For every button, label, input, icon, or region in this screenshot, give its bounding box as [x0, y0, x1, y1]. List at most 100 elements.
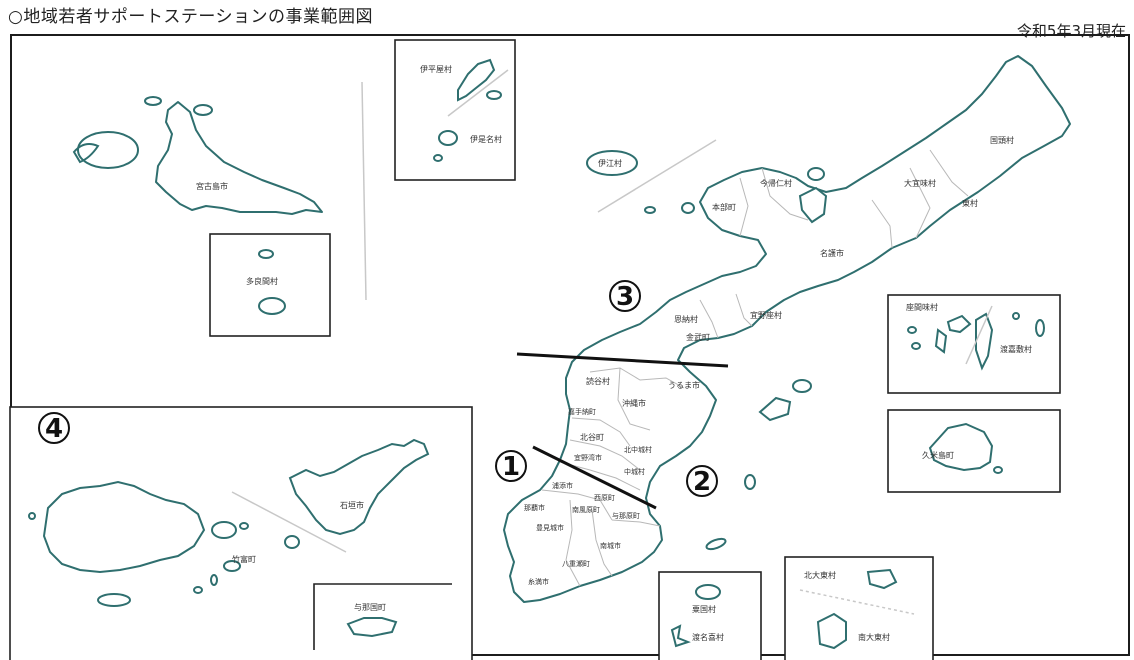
- miyako-region: 宮古島市: [72, 96, 323, 215]
- label-nakagusuku: 中城村: [624, 467, 645, 476]
- label-minamidaito: 南大東村: [858, 632, 890, 642]
- label-izena: 伊是名村: [470, 134, 502, 144]
- zone-number: 3: [616, 282, 634, 312]
- island: [1035, 319, 1045, 337]
- island: [792, 379, 812, 393]
- label-kitadaito: 北大東村: [804, 570, 836, 580]
- label-miyakojima: 宮古島市: [196, 181, 228, 191]
- label-onna: 恩納村: [674, 314, 698, 324]
- border-line: [589, 367, 685, 389]
- label-yaese: 八重瀬町: [562, 559, 590, 568]
- separator-line: [965, 305, 993, 365]
- ishigaki-island: [288, 438, 430, 536]
- border-line: [871, 199, 893, 249]
- label-motobu: 本部町: [712, 202, 736, 212]
- border-line: [617, 367, 651, 431]
- island: [681, 202, 695, 214]
- island: [144, 96, 162, 106]
- island: [946, 314, 972, 334]
- label-urasoe: 浦添市: [552, 481, 573, 490]
- label-kitanakagusuku: 北中城村: [624, 445, 652, 454]
- region-separator-line: [361, 81, 367, 301]
- zone-marker-4: 4: [38, 412, 70, 444]
- label-naha: 那覇市: [524, 503, 545, 512]
- island: [807, 167, 825, 181]
- label-ie: 伊江村: [598, 158, 622, 168]
- inset-daito: [784, 556, 934, 660]
- border-line: [559, 461, 641, 491]
- label-nishihara: 西原町: [594, 494, 615, 502]
- island: [210, 574, 218, 586]
- border-line: [541, 489, 613, 521]
- island: [975, 312, 994, 371]
- border-line: [571, 417, 631, 447]
- label-nago: 名護市: [820, 248, 844, 258]
- label-nanjo: 南城市: [600, 541, 621, 550]
- island: [1012, 312, 1020, 320]
- label-nakijin: 今帰仁村: [760, 178, 792, 188]
- ie-island: [586, 150, 638, 176]
- divider-line-north: [516, 352, 729, 368]
- island: [258, 297, 286, 315]
- label-tokashiki: 渡嘉敷村: [1000, 344, 1032, 354]
- zone-marker-2: 2: [686, 465, 718, 497]
- island: [72, 143, 100, 164]
- yonaguni-island: [346, 617, 398, 638]
- label-iheya: 伊平屋村: [420, 64, 452, 74]
- border-line: [761, 167, 809, 221]
- label-kumejima: 久米島町: [922, 450, 954, 460]
- island: [993, 466, 1003, 474]
- zone-number: 1: [502, 452, 520, 482]
- miyakojima-island: [155, 101, 323, 215]
- island: [211, 521, 237, 539]
- label-kunigami: 国頭村: [990, 135, 1014, 145]
- label-okinawashi: 沖縄市: [622, 398, 646, 408]
- border-line: [739, 177, 749, 237]
- map-frame: [10, 34, 1130, 656]
- zone-ring: [686, 465, 718, 497]
- label-chatan: 北谷町: [580, 433, 604, 442]
- divider-line-south: [532, 445, 657, 510]
- island: [758, 396, 792, 422]
- label-zamami: 座間味村: [906, 302, 938, 312]
- island: [705, 537, 727, 551]
- label-tarama: 多良間村: [246, 276, 278, 286]
- municipal-borders: [541, 149, 969, 587]
- separator-line: [799, 589, 915, 615]
- label-tomigusuku: 豊見城市: [536, 523, 564, 532]
- iriomote-island: [42, 480, 206, 574]
- border-line: [929, 149, 969, 197]
- label-uruma: うるま市: [668, 380, 700, 390]
- island: [816, 612, 847, 650]
- island: [744, 474, 756, 490]
- island: [457, 58, 496, 102]
- border-line: [565, 499, 581, 587]
- island: [239, 522, 249, 530]
- island: [77, 131, 139, 169]
- map-title: ○地域若者サポートステーションの事業範囲図: [8, 7, 373, 27]
- label-haebaru: 南風原町: [572, 505, 600, 514]
- island: [695, 584, 721, 600]
- island: [907, 326, 917, 334]
- zone-marker-1: 1: [495, 450, 527, 482]
- zone-number: 4: [45, 414, 63, 444]
- label-aguni: 粟国村: [692, 604, 716, 614]
- separator-line: [447, 69, 509, 117]
- border-line: [591, 509, 613, 577]
- label-taketomi: 竹富町: [232, 554, 256, 564]
- border-line: [569, 439, 641, 471]
- border-line: [699, 299, 719, 339]
- island: [97, 593, 131, 607]
- border-line: [735, 293, 753, 327]
- island: [928, 422, 994, 472]
- island: [438, 130, 458, 146]
- island: [284, 535, 300, 549]
- zone-number: 2: [693, 467, 711, 497]
- island: [798, 186, 828, 224]
- label-kin: 金武町: [686, 332, 710, 342]
- island: [193, 586, 203, 594]
- island: [644, 206, 656, 214]
- zone-ring: [495, 450, 527, 482]
- zone-marker-3: 3: [609, 280, 641, 312]
- label-yonabaru: 与那原町: [612, 512, 640, 520]
